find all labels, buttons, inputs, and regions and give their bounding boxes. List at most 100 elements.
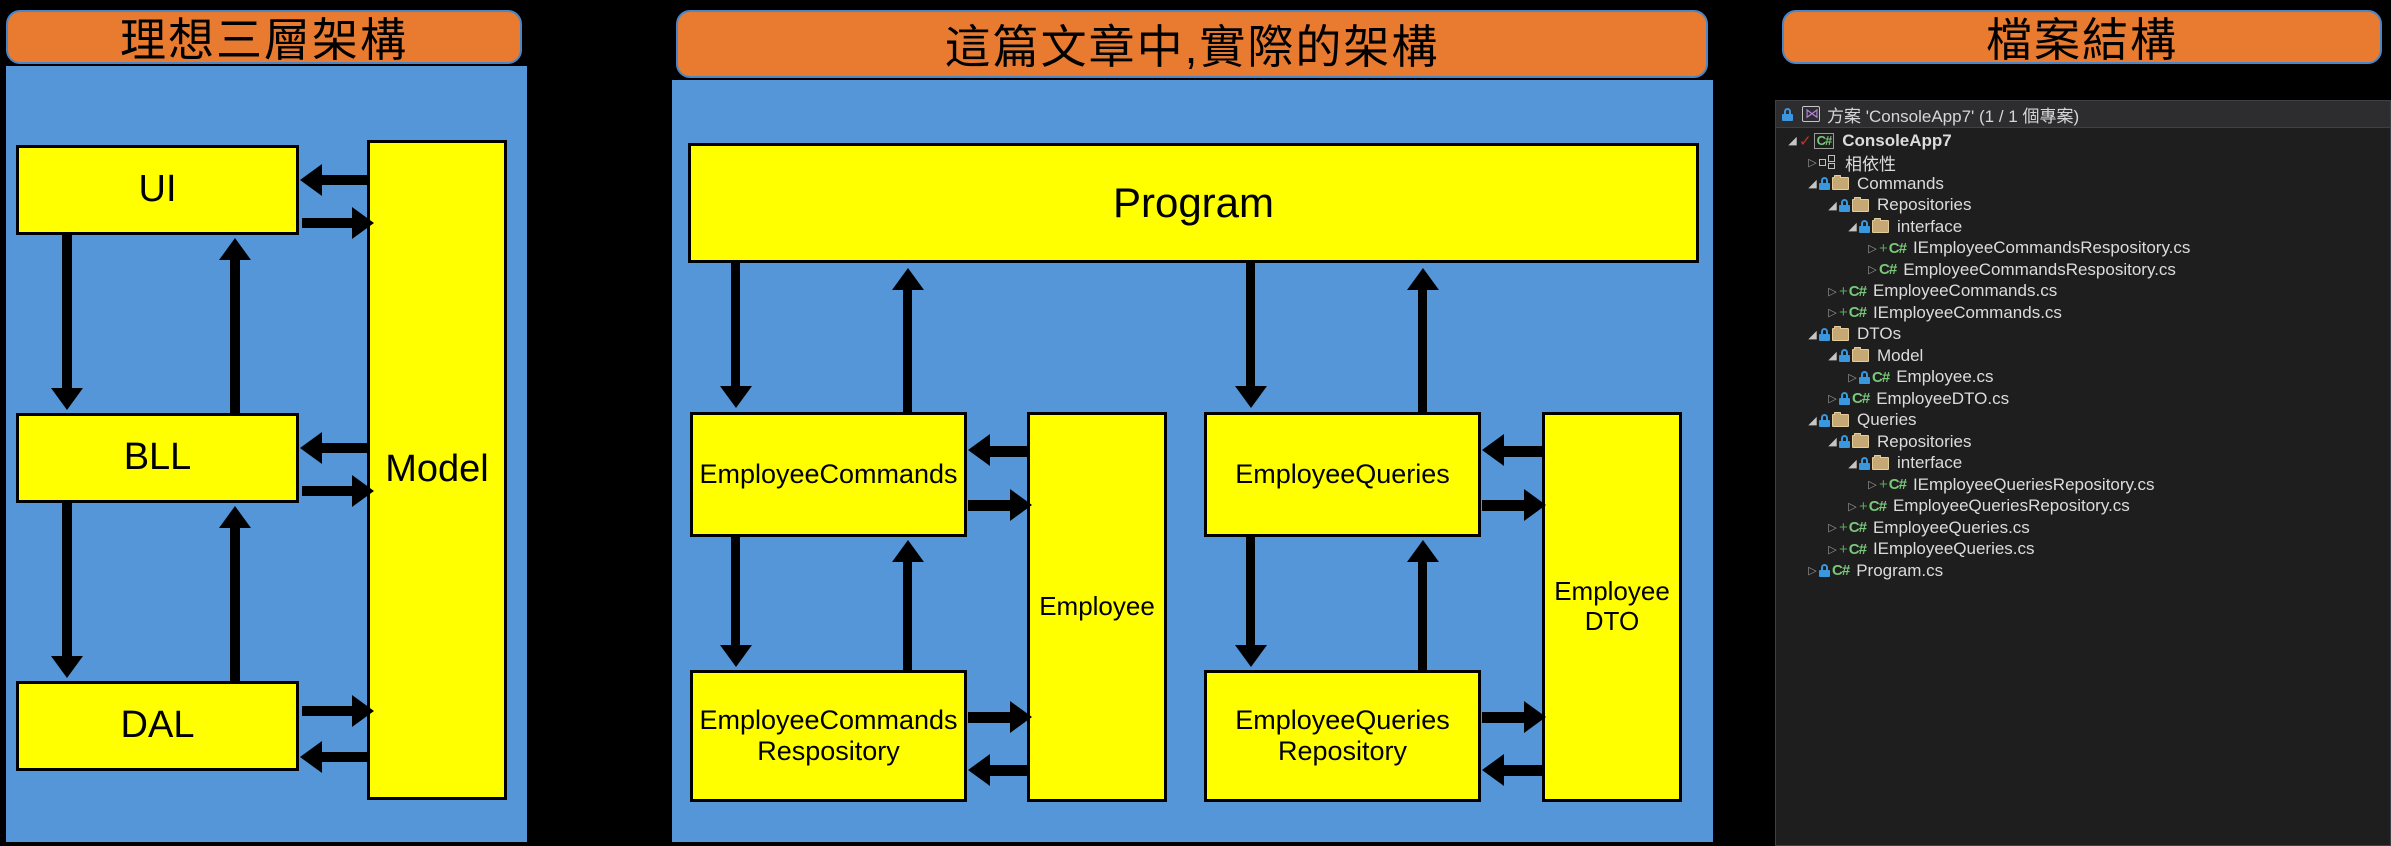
chevron-right-icon[interactable]: ▷ (1808, 156, 1817, 169)
solution-explorer-header[interactable]: 方案 'ConsoleApp7' (1 / 1 個專案) (1776, 101, 2390, 128)
tree-item[interactable]: ▷ C# Program.cs (1776, 560, 2390, 582)
tree-item[interactable]: ◢Commands (1776, 173, 2390, 195)
tree-item[interactable]: ◢Model (1776, 345, 2390, 367)
chevron-right-icon[interactable]: ▷ (1828, 393, 1837, 406)
tree-item[interactable]: ▷+C#IEmployeeCommandsRespository.cs (1776, 238, 2390, 260)
csharp-project-icon: C# (1813, 132, 1835, 149)
arrow-dal-to-bll-head (219, 506, 251, 528)
arrow-employee-to-cmdrepo-shaft (988, 765, 1030, 776)
tree-item[interactable]: ▷C#Employee.cs (1776, 367, 2390, 389)
arrow-ui-to-model-head (352, 207, 374, 239)
arrow-dal-to-model-shaft (302, 706, 354, 716)
lock-icon (1819, 413, 1830, 427)
tree-item[interactable]: ▷+C#IEmployeeQueries.cs (1776, 539, 2390, 561)
chevron-down-icon[interactable]: ◢ (1808, 328, 1817, 341)
tree-item[interactable]: ▷+C#IEmployeeQueriesRepository.cs (1776, 474, 2390, 496)
tree-item-label: EmployeeQueriesRepository.cs (1892, 496, 2130, 516)
tree-item-label: EmployeeQueries.cs (1872, 517, 2030, 537)
tree-item[interactable]: ◢Repositories (1776, 431, 2390, 453)
lock-icon (1859, 456, 1870, 470)
arrow-queries-to-dto-shaft (1482, 500, 1526, 511)
node-dal: DAL (16, 681, 299, 771)
chevron-down-icon[interactable]: ◢ (1828, 199, 1837, 212)
arrow-ui-to-model-shaft (302, 218, 354, 228)
tree-item[interactable]: ▷C#EmployeeDTO.cs (1776, 388, 2390, 410)
chevron-right-icon[interactable]: ▷ (1828, 285, 1837, 298)
arrow-model-to-dal-shaft (320, 752, 370, 762)
tree-item-label: IEmployeeCommands.cs (1872, 302, 2062, 322)
chevron-right-icon[interactable]: ▷ (1848, 371, 1857, 384)
tree-item[interactable]: ▷+C#IEmployeeCommands.cs (1776, 302, 2390, 324)
arrow-repo-to-commands-shaft (903, 562, 912, 672)
arrow-program-to-queries-shaft (1246, 263, 1255, 388)
chevron-right-icon[interactable]: ▷ (1868, 479, 1877, 492)
arrow-queries-to-program-shaft (1418, 290, 1427, 412)
chevron-right-icon[interactable]: ▷ (1848, 500, 1857, 513)
chevron-right-icon[interactable]: ▷ (1808, 565, 1817, 578)
arrow-dto-to-qryrepo-shaft (1502, 765, 1544, 776)
folder-icon (1832, 175, 1849, 191)
chevron-down-icon[interactable]: ◢ (1808, 178, 1817, 191)
tree-item[interactable]: ◢Queries (1776, 410, 2390, 432)
arrow-program-to-queries-head (1235, 386, 1267, 408)
tree-item-label: 相依性 (1845, 154, 1896, 174)
lock-icon (1859, 370, 1870, 384)
arrow-bll-to-model-head (352, 475, 374, 507)
visual-studio-solution-icon (1802, 105, 1820, 122)
panel-middle-title: 這篇文章中,實際的架構 (676, 10, 1708, 78)
node-employee: Employee (1027, 412, 1167, 802)
tree-item-label: EmployeeCommands.cs (1872, 281, 2058, 301)
tree-item[interactable]: ◢Repositories (1776, 195, 2390, 217)
plus-icon: + (1839, 304, 1848, 322)
arrow-dal-to-model-head (352, 695, 374, 727)
chevron-down-icon[interactable]: ◢ (1848, 221, 1857, 234)
arrow-employee-to-cmdrepo-head (968, 754, 990, 786)
chevron-down-icon[interactable]: ◢ (1828, 350, 1837, 363)
tree-item[interactable]: ▷C#EmployeeCommandsRespository.cs (1776, 259, 2390, 281)
arrow-ui-to-bll-head (51, 388, 83, 410)
chevron-down-icon[interactable]: ◢ (1828, 436, 1837, 449)
chevron-right-icon[interactable]: ▷ (1828, 543, 1837, 556)
csharp-file-icon: C# (1888, 476, 1907, 494)
node-employee-queries-repository: EmployeeQueries Repository (1204, 670, 1481, 802)
csharp-file-icon: C# (1832, 562, 1850, 580)
folder-icon (1852, 196, 1869, 212)
folder-icon (1852, 433, 1869, 449)
lock-icon (1839, 349, 1850, 363)
node-program: Program (688, 143, 1699, 263)
node-employee-commands: EmployeeCommands (690, 412, 967, 537)
chevron-right-icon[interactable]: ▷ (1828, 522, 1837, 535)
tree-item-label: Program.cs (1856, 560, 1944, 580)
arrow-repo-to-queries-shaft (1418, 562, 1427, 672)
tree-item[interactable]: ◢✓C#ConsoleApp7 (1776, 130, 2390, 152)
arrow-bll-to-ui-head (219, 238, 251, 260)
lock-icon (1819, 177, 1830, 191)
chevron-right-icon[interactable]: ▷ (1828, 307, 1837, 320)
folder-icon (1872, 454, 1889, 470)
node-employee-commands-respository: EmployeeCommands Respository (690, 670, 967, 802)
tree-item[interactable]: ◢interface (1776, 453, 2390, 475)
chevron-right-icon[interactable]: ▷ (1868, 264, 1877, 277)
tree-item[interactable]: ◢interface (1776, 216, 2390, 238)
arrow-queries-to-program-head (1407, 268, 1439, 290)
lock-icon (1839, 435, 1850, 449)
csharp-file-icon: C# (1868, 497, 1887, 515)
chevron-right-icon[interactable]: ▷ (1868, 242, 1877, 255)
tree-item[interactable]: ▷+C#EmployeeCommands.cs (1776, 281, 2390, 303)
tree-item[interactable]: ▷+C#EmployeeQueries.cs (1776, 517, 2390, 539)
arrow-commands-to-employee-shaft (968, 500, 1012, 511)
folder-icon (1832, 411, 1849, 427)
chevron-down-icon[interactable]: ◢ (1808, 414, 1817, 427)
tree-item-label: ConsoleApp7 (1842, 130, 1952, 150)
tree-item-label: EmployeeCommandsRespository.cs (1903, 259, 2176, 279)
tree-item[interactable]: ▷ 相依性 (1776, 152, 2390, 174)
chevron-down-icon[interactable]: ◢ (1848, 457, 1857, 470)
tree-item[interactable]: ◢DTOs (1776, 324, 2390, 346)
chevron-down-icon[interactable]: ◢ (1788, 135, 1797, 148)
plus-icon: + (1839, 519, 1848, 537)
plus-icon: + (1839, 282, 1848, 300)
arrow-dal-to-bll-shaft (230, 528, 240, 681)
node-employee-queries: EmployeeQueries (1204, 412, 1481, 537)
arrow-queries-to-repo-shaft (1246, 537, 1255, 647)
tree-item[interactable]: ▷+C#EmployeeQueriesRepository.cs (1776, 496, 2390, 518)
